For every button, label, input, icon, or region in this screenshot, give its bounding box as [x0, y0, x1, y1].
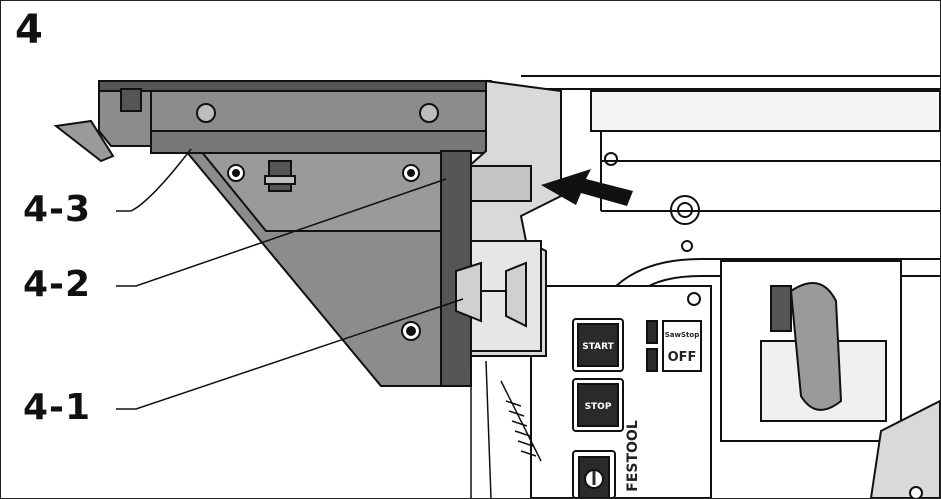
extension-bracket-plate	[183, 150, 442, 387]
start-button-label: START	[582, 342, 614, 352]
stop-button-label: STOP	[585, 402, 612, 412]
brand-label: FESTOOL	[625, 420, 641, 492]
callout-4-2: 4-2	[23, 264, 92, 305]
table-frame	[521, 75, 940, 292]
push-direction-arrow	[541, 169, 633, 206]
callout-4-1: 4-1	[23, 387, 92, 428]
blade-teeth	[470, 360, 542, 498]
callout-4-3: 4-3	[23, 189, 92, 230]
clamping-knob	[455, 261, 527, 328]
control-panel-body	[530, 285, 712, 498]
sawstop-label: SawStop	[665, 331, 699, 339]
off-label: OFF	[668, 350, 697, 365]
leader-lines	[116, 148, 464, 410]
extension-table	[53, 80, 492, 163]
blade-guard	[720, 260, 940, 498]
figure-number: 4	[15, 7, 43, 53]
